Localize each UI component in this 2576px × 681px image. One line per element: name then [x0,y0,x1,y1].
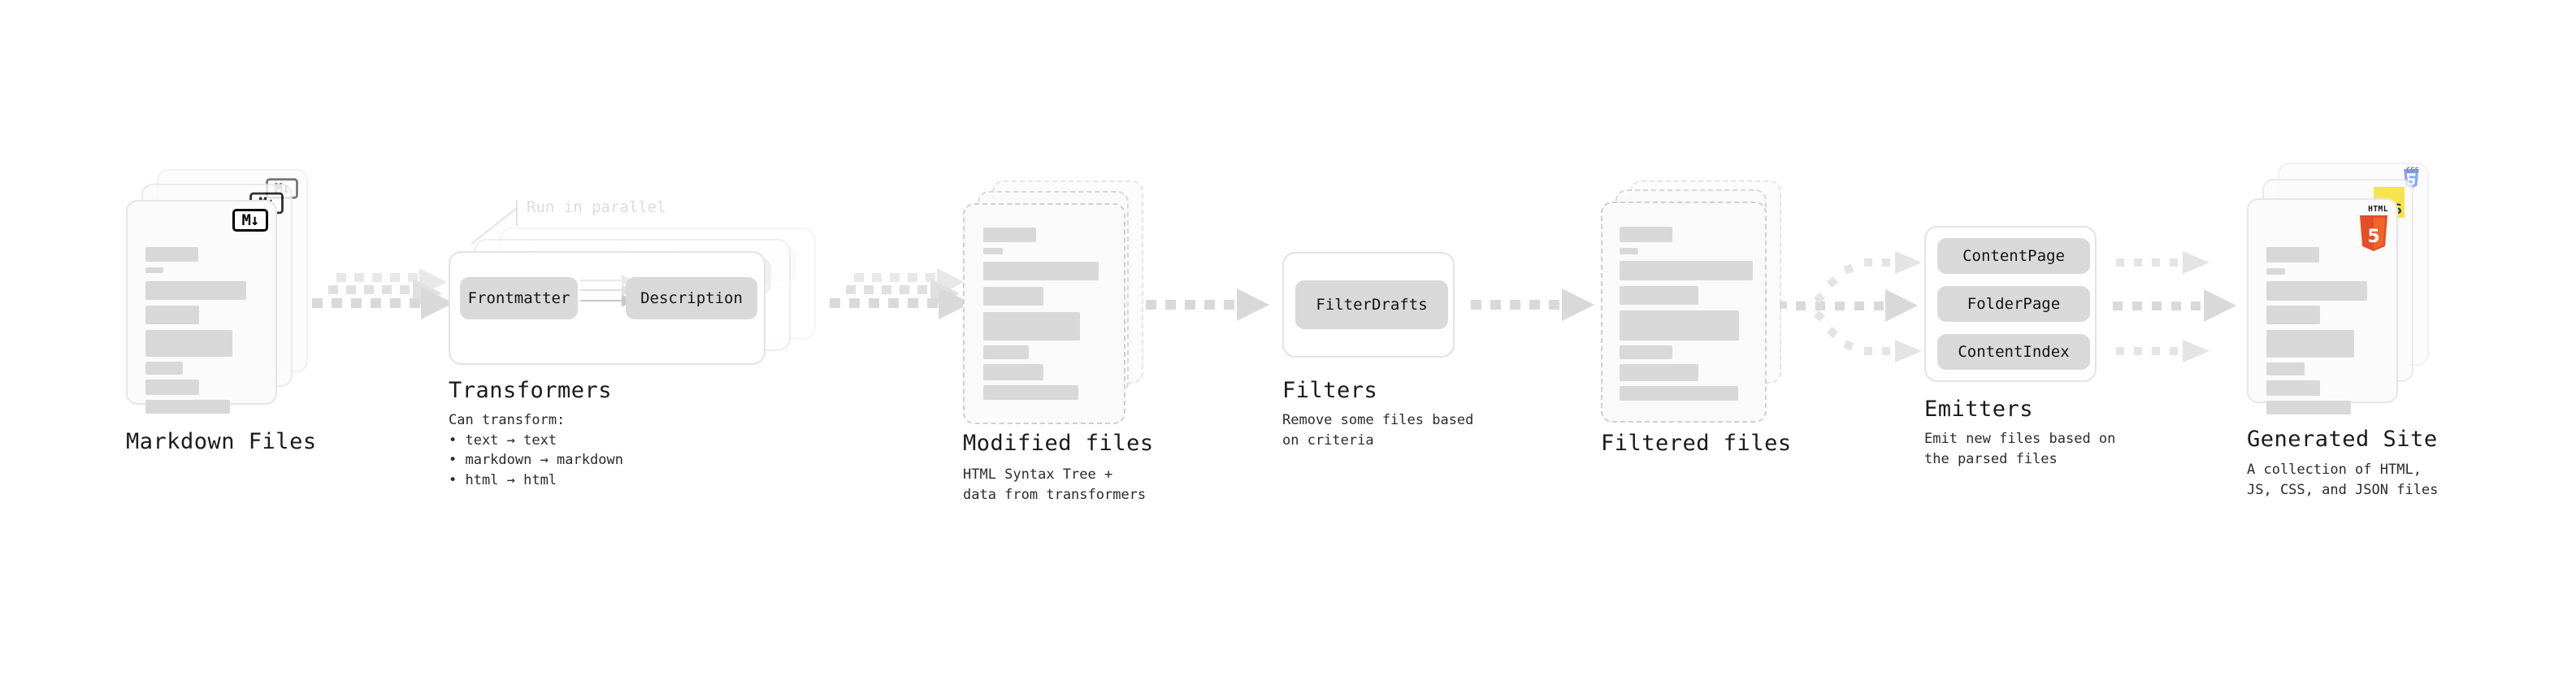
skeleton-bar [983,345,1029,359]
skeleton-bar [2266,268,2285,275]
html5-icon-label: HTML [2368,205,2388,214]
skeleton-bar [983,262,1099,280]
filtered-card-front [1601,202,1767,423]
skeleton-bar [983,248,1003,254]
skeleton-bar [1620,386,1738,401]
transformers-group: Frontmatter Description [449,228,830,366]
emitter-node-folderpage[interactable]: FolderPage [1937,286,2090,322]
frontmatter-label: Frontmatter [467,289,570,307]
run-in-parallel-bracket [471,200,518,245]
markdown-files-title: Markdown Files [126,429,317,454]
generated-site-subtitle: A collection of HTML, JS, CSS, and JSON … [2247,462,2439,498]
skeleton-bar [1620,345,1672,359]
skeleton-bar [983,364,1043,380]
emitter-node-contentpage[interactable]: ContentPage [1937,238,2090,274]
modified-files-stack [963,180,1150,432]
skeleton-bar [983,312,1080,340]
markdown-files-stack: M↓ M↓ M↓ [126,169,313,429]
transformers-subtitle: Can transform: • text → text • markdown … [449,412,623,488]
skeleton-bar [1620,364,1698,381]
css-icon-label: CSS [2405,167,2419,175]
skeleton-bar [145,306,199,324]
skeleton-bar [145,362,183,375]
emitters-title: Emitters [1924,397,2034,422]
skeleton-bar [2266,306,2320,324]
skeleton-bar [145,281,246,300]
folderpage-label: FolderPage [1967,295,2061,313]
skeleton-bar [2266,330,2354,358]
description-label: Description [640,289,743,307]
transformer-box-front[interactable]: Frontmatter Description [449,251,765,365]
emitters-subtitle: Emit new files based on the parsed files [1924,431,2116,467]
emitter-node-contentindex[interactable]: ContentIndex [1937,334,2090,370]
skeleton-bar [145,330,232,357]
svg-text:5: 5 [2367,227,2379,247]
contentpage-label: ContentPage [1962,247,2065,265]
md-letter: M [241,210,251,229]
markdown-icon-front: M↓ [232,209,268,232]
skeleton-bar [2266,247,2319,262]
filter-node-filterdrafts[interactable]: FilterDrafts [1295,280,1448,329]
skeleton-bar [145,380,199,395]
html5-icon: 5 [2360,215,2387,251]
skeleton-bar [983,385,1078,400]
filters-box[interactable]: FilterDrafts [1282,252,1455,358]
run-in-parallel-label: Run in parallel [527,198,666,216]
skeleton-bar [1620,286,1698,305]
filtered-files-stack [1601,180,1788,432]
skeleton-bar [1620,261,1753,280]
skeleton-bar [983,228,1036,242]
skeleton-bar [1620,227,1672,242]
markdown-card-front: M↓ [126,200,277,414]
contentindex-label: ContentIndex [1958,343,2070,361]
filters-title: Filters [1282,378,1378,403]
skeleton-bar [2266,380,2320,396]
skeleton-bar [145,400,230,414]
emitters-box[interactable]: ContentPage FolderPage ContentIndex [1924,226,2097,382]
skeleton-bar [1620,248,1638,254]
site-card-front-html: HTML 5 [2247,198,2398,414]
filters-subtitle: Remove some files based on criteria [1282,412,1474,449]
modified-files-subtitle: HTML Syntax Tree + data from transformer… [963,466,1147,503]
transformers-title: Transformers [449,378,613,403]
transformer-node-description[interactable]: Description [626,277,757,319]
skeleton-bar [983,287,1043,306]
skeleton-bar [145,267,163,273]
modified-files-title: Modified files [963,431,1154,456]
transformer-node-frontmatter[interactable]: Frontmatter [460,277,578,319]
generated-site-stack: CSS JS HTML 5 [2247,163,2442,431]
skeleton-bar [2266,281,2367,301]
modified-card-front [963,203,1125,424]
skeleton-bar [2266,401,2351,414]
filterdrafts-label: FilterDrafts [1316,296,1428,314]
skeleton-bar [2266,362,2305,375]
skeleton-bar [1620,310,1739,340]
filtered-files-title: Filtered files [1601,431,1792,456]
skeleton-bar [145,247,198,262]
generated-site-title: Generated Site [2247,427,2438,452]
